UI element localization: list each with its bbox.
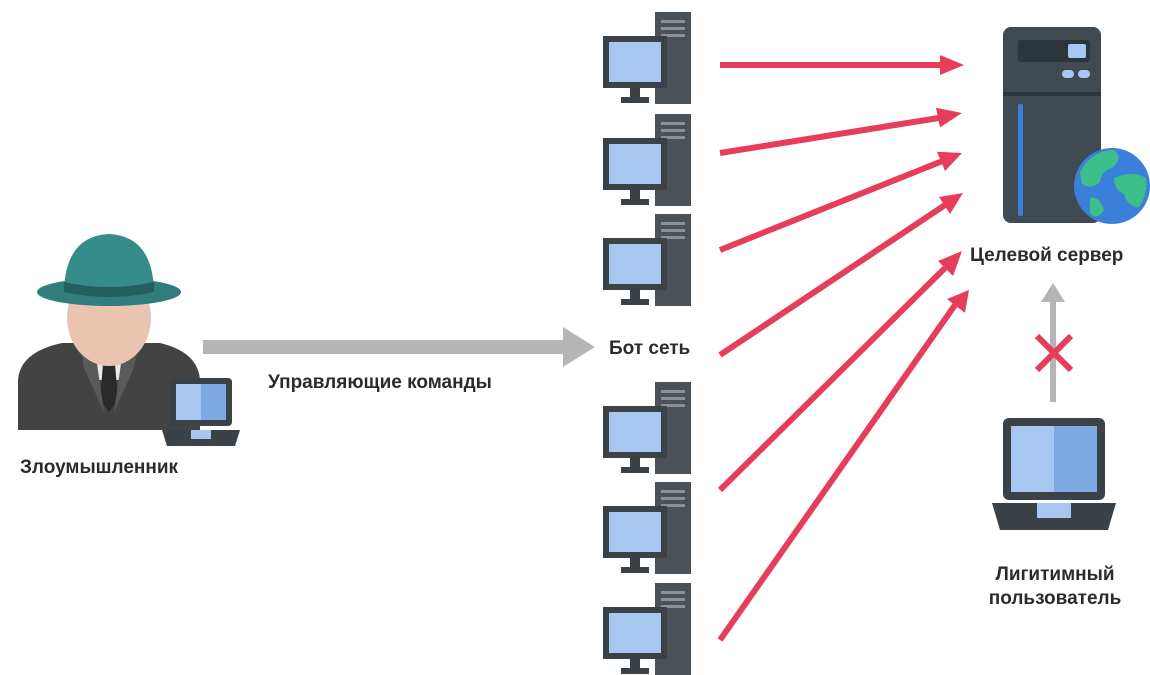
- laptop-icon: [992, 418, 1116, 530]
- attack-arrow-6: [717, 290, 969, 642]
- bot-computer-icon: [603, 114, 691, 206]
- bot-computer-icon: [603, 12, 691, 104]
- attack-arrows: [717, 55, 969, 642]
- legit-user-label-line1: Лигитимный: [995, 564, 1115, 585]
- attack-arrow-4: [718, 193, 963, 358]
- legit-user-label-line2: пользователь: [988, 587, 1122, 609]
- attack-arrow-1: [720, 55, 964, 75]
- botnet-label: Бот сеть: [609, 338, 691, 359]
- attacker-label: Злоумышленник: [20, 457, 179, 478]
- attack-arrow-5: [717, 251, 962, 493]
- target-server-label: Целевой сервер: [970, 245, 1124, 266]
- command-arrow: [203, 327, 595, 367]
- bot-computer-icon: [603, 214, 691, 306]
- bot-computer-icon: [603, 382, 691, 474]
- red-cross-icon: [1034, 333, 1074, 373]
- attack-arrow-3: [718, 151, 962, 253]
- legit-user-label: Лигитимный пользователь: [970, 563, 1140, 611]
- bot-computer-icon: [603, 583, 691, 675]
- hacker-icon: [18, 234, 240, 446]
- bot-computer-icon: [603, 482, 691, 574]
- globe-icon: [1074, 148, 1150, 224]
- command-label: Управляющие команды: [268, 372, 492, 393]
- attack-arrow-2: [719, 107, 962, 156]
